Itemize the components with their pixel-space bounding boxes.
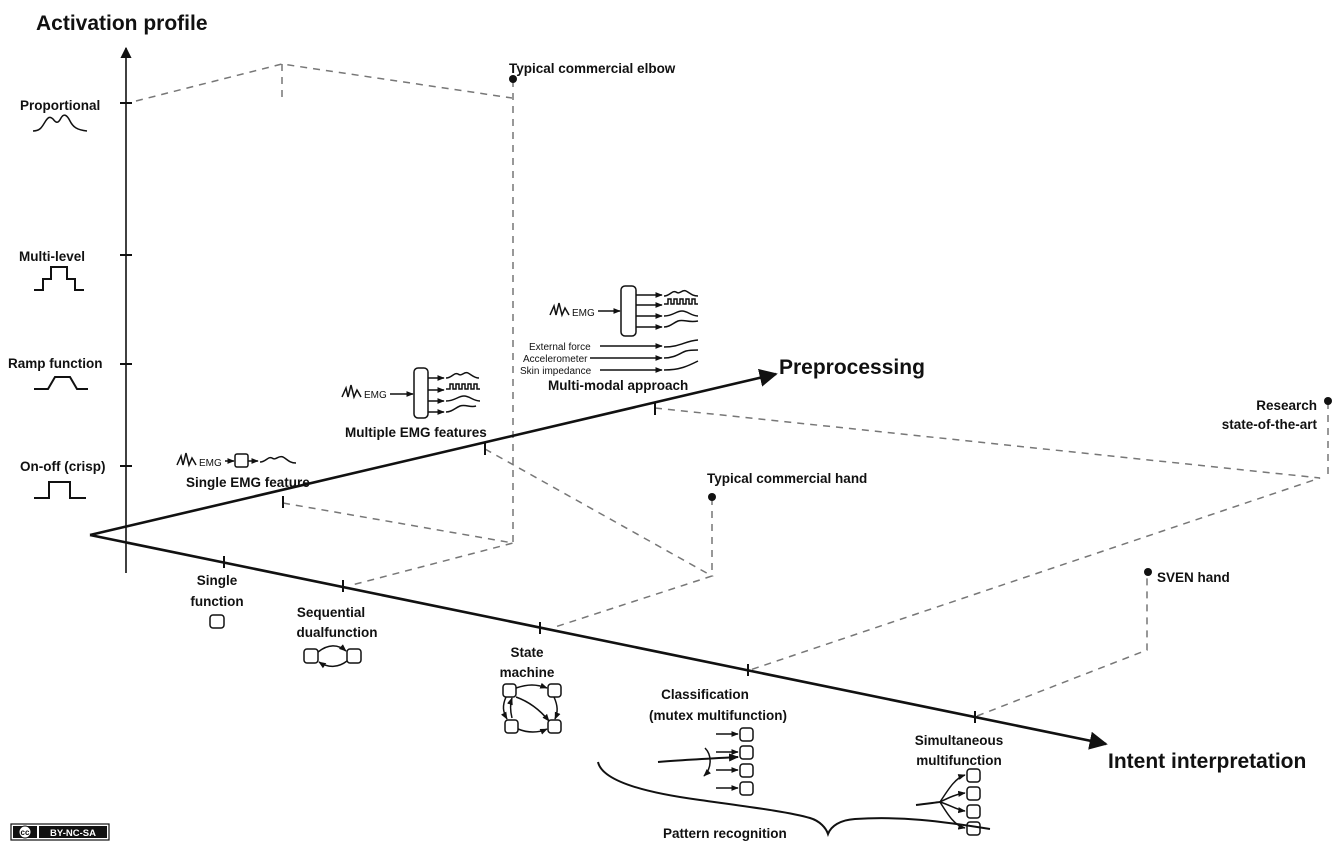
sensor-accelerometer: Accelerometer: [523, 354, 588, 365]
label-sequential-1: Sequential: [297, 605, 365, 620]
sequential-dualfunction-icon: [303, 644, 362, 669]
license-badge: cc BY-NC-SA: [10, 823, 110, 841]
label-simultaneous-1: Simultaneous: [915, 733, 1004, 748]
multiple-emg-features-icon: EMG: [341, 367, 481, 419]
simultaneous-multifunction-icon: [915, 768, 981, 836]
label-single-function-2: function: [190, 594, 243, 609]
preprocessing-axis: [89, 368, 778, 537]
cc-glyph: cc: [21, 828, 30, 837]
license-text: BY-NC-SA: [50, 828, 96, 839]
emg-label: EMG: [199, 458, 222, 469]
sensor-external-force: External force: [529, 342, 591, 353]
intent-interpretation-axis: [89, 533, 1108, 750]
label-research-1: Research: [1256, 398, 1317, 413]
feature-extractor-icon: [620, 285, 637, 337]
label-single-emg-feature: Single EMG feature: [186, 475, 310, 490]
label-onoff: On-off (crisp): [20, 459, 106, 474]
ramp-signal-icon: [34, 376, 88, 390]
marker-typical-commercial-hand: [708, 493, 716, 501]
label-multilevel: Multi-level: [19, 249, 85, 264]
projection-lines: [135, 63, 1329, 717]
label-single-function-1: Single: [197, 573, 238, 588]
label-sequential-2: dualfunction: [297, 625, 378, 640]
proportional-signal-icon: [32, 114, 88, 132]
marker-typical-commercial-elbow: [509, 75, 517, 83]
axes: [89, 46, 1108, 750]
emg-wave-icon: [341, 384, 362, 400]
single-function-state-icon: [209, 614, 225, 629]
label-typical-commercial-elbow: Typical commercial elbow: [509, 61, 676, 76]
emg-label: EMG: [572, 308, 595, 319]
label-research-2: state-of-the-art: [1222, 417, 1318, 432]
feature-extractor-icon: [413, 367, 429, 419]
feature-block-icon: [234, 453, 249, 468]
sven-projection-line: [976, 572, 1148, 717]
proportional-projection-line: [135, 63, 513, 102]
label-multiple-emg-features: Multiple EMG features: [345, 425, 487, 440]
label-ramp: Ramp function: [8, 356, 103, 371]
elbow-base-projection: [282, 502, 514, 586]
sensor-skin-impedance: Skin impedance: [520, 366, 592, 377]
research-base-projection: [654, 407, 1321, 671]
marker-research-state-of-the-art: [1324, 397, 1332, 405]
label-classification-1: Classification: [661, 687, 749, 702]
pattern-recognition-brace: [597, 761, 991, 837]
emg-wave-icon: [549, 302, 570, 318]
classification-icon: [657, 727, 754, 796]
single-emg-feature-icon: EMG: [176, 452, 297, 469]
creative-commons-icon: [18, 825, 32, 839]
multimodal-approach-icon: EMG External force Accelerometer Skin im…: [520, 285, 699, 377]
diagram-title: Activation profile: [36, 12, 208, 35]
preprocessing-axis-title: Preprocessing: [779, 356, 925, 379]
label-sven-hand: SVEN hand: [1157, 570, 1230, 585]
label-simultaneous-2: multifunction: [916, 753, 1001, 768]
label-pattern-recognition: Pattern recognition: [663, 826, 787, 841]
label-state-machine-1: State: [510, 645, 544, 660]
intent-axis-title: Intent interpretation: [1108, 750, 1306, 773]
multilevel-signal-icon: [34, 266, 84, 291]
marker-sven-hand: [1144, 568, 1152, 576]
emg-wave-icon: [176, 452, 197, 468]
feature-output-icon: [259, 455, 297, 464]
label-state-machine-2: machine: [500, 665, 555, 680]
label-proportional: Proportional: [20, 98, 100, 113]
onoff-signal-icon: [34, 481, 86, 499]
label-classification-2: (mutex multifunction): [649, 708, 787, 723]
label-typical-commercial-hand: Typical commercial hand: [707, 471, 867, 486]
hand-base-projection: [484, 448, 714, 629]
state-machine-icon: [501, 682, 562, 735]
emg-label: EMG: [364, 390, 387, 401]
label-multimodal-approach: Multi-modal approach: [548, 378, 688, 393]
